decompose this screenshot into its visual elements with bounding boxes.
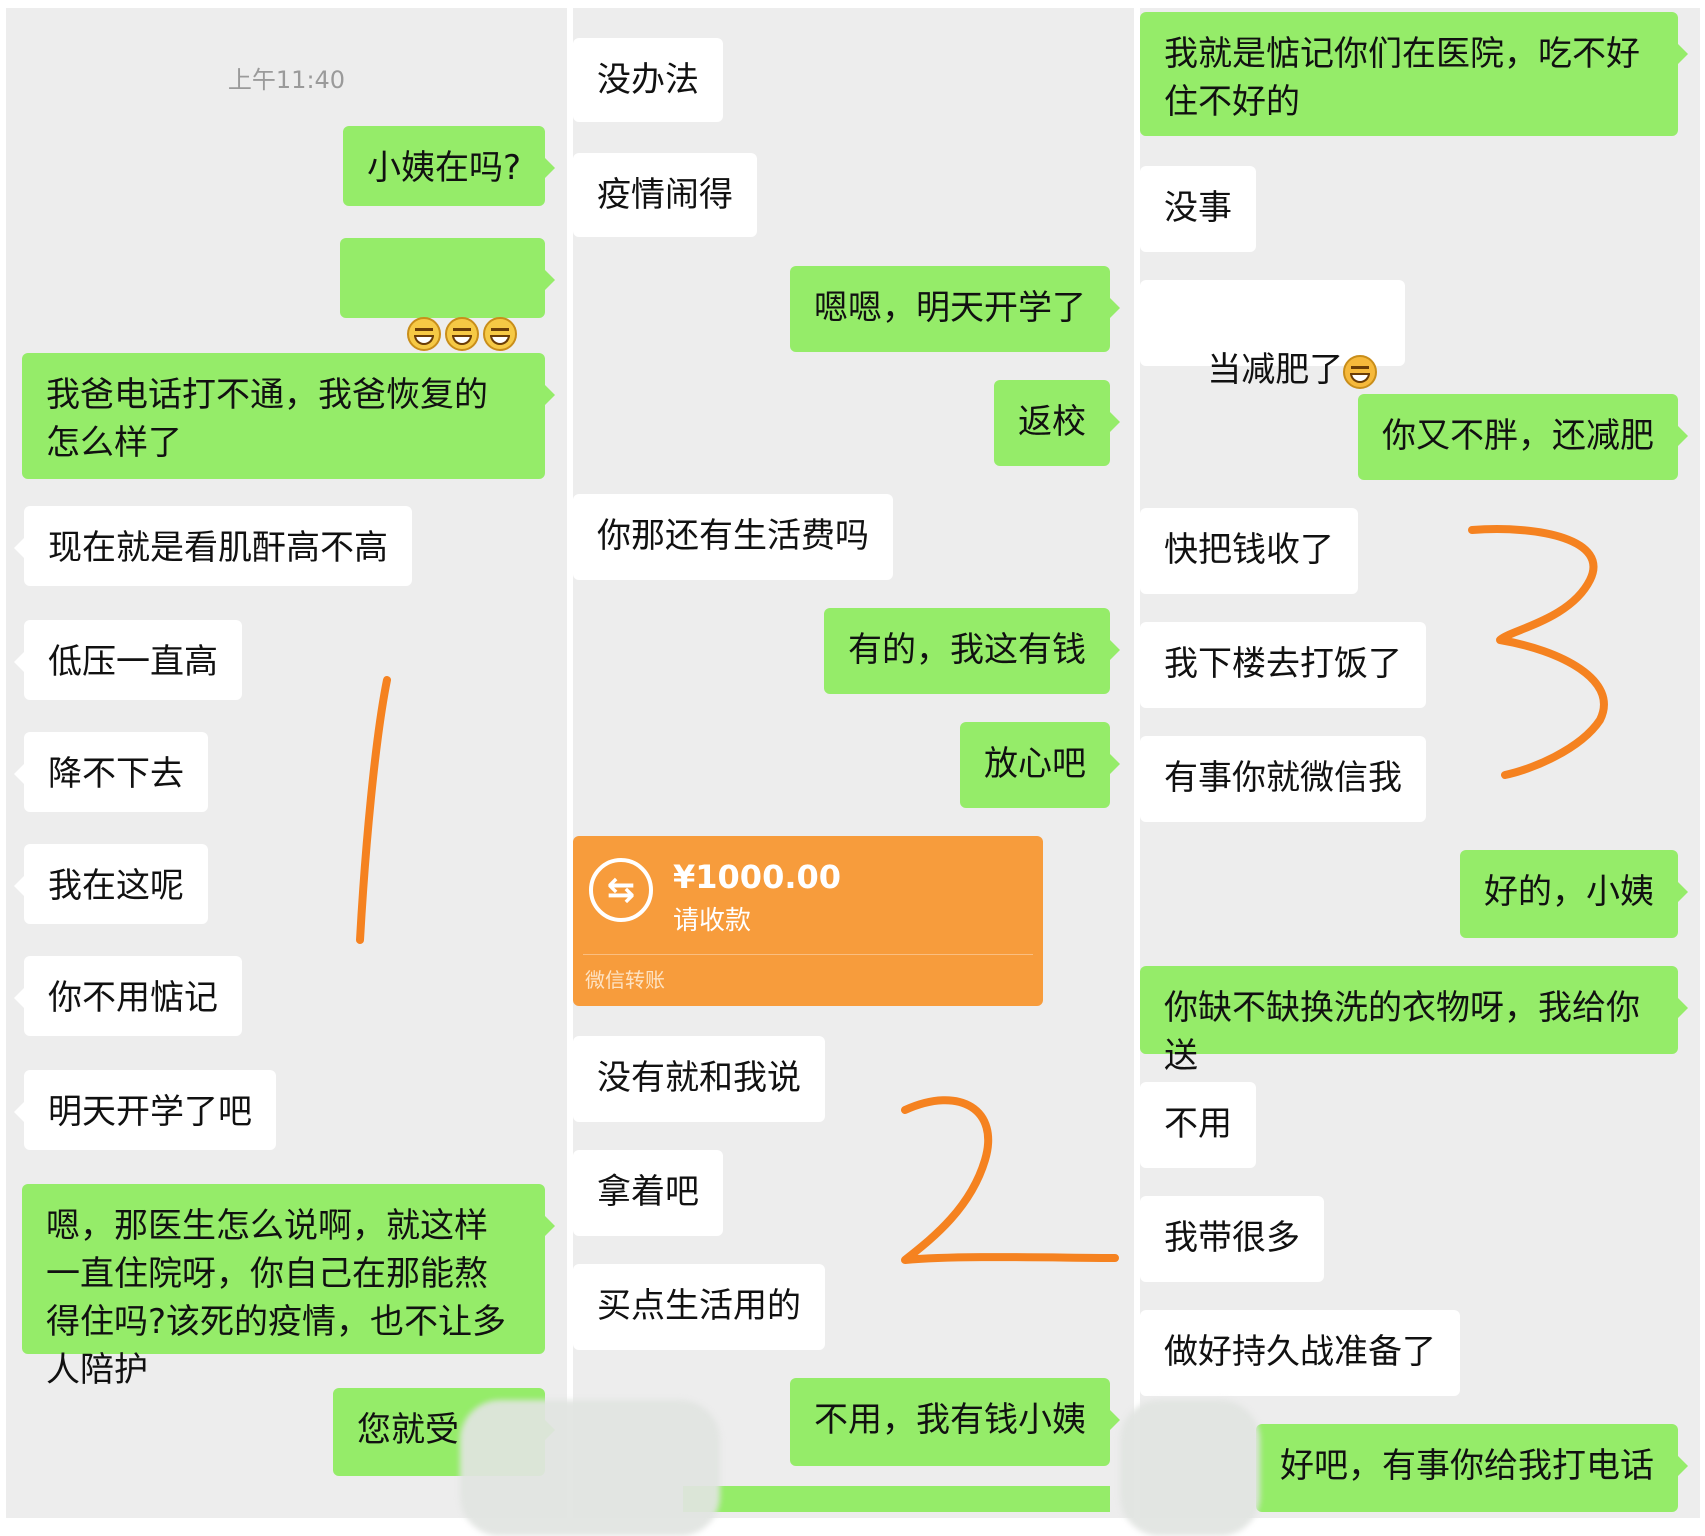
chat-message-incoming[interactable]: 明天开学了吧 bbox=[14, 1070, 276, 1150]
chat-message-outgoing[interactable]: 我爸电话打不通，我爸恢复的怎么样了 bbox=[22, 353, 555, 479]
grinning-face-emoji-icon bbox=[407, 316, 441, 351]
chat-message-outgoing-emoji[interactable] bbox=[339, 238, 556, 351]
chat-message-outgoing[interactable]: 嗯，那医生怎么说啊，就这样一直住院呀，你自己在那能熬得住吗?该死的疫情，也不让多… bbox=[22, 1184, 555, 1390]
grinning-face-emoji-icon bbox=[483, 316, 517, 351]
chat-message-incoming[interactable]: 买点生活用的 bbox=[573, 1264, 825, 1350]
chat-message-incoming[interactable]: 你那还有生活费吗 bbox=[573, 494, 893, 580]
chat-message-outgoing[interactable]: 你又不胖，还减肥 bbox=[1358, 394, 1688, 480]
transfer-divider bbox=[583, 954, 1033, 955]
chat-message-outgoing[interactable]: 嗯嗯，明天开学了 bbox=[790, 266, 1120, 352]
chat-message-incoming[interactable]: 快把钱收了 bbox=[1140, 508, 1358, 594]
transfer-arrows-icon: ⇆ bbox=[589, 858, 653, 922]
chat-message-incoming[interactable]: 没事 bbox=[1140, 166, 1256, 252]
chat-message-incoming[interactable]: 低压一直高 bbox=[14, 620, 242, 700]
chat-message-incoming[interactable]: 做好持久战准备了 bbox=[1140, 1310, 1460, 1396]
chat-message-incoming[interactable]: 有事你就微信我 bbox=[1140, 736, 1426, 822]
message-text: 当减肥了 bbox=[1207, 350, 1344, 390]
chat-message-outgoing[interactable]: 返校 bbox=[994, 380, 1120, 466]
chat-panel-2: 没办法 疫情闹得 嗯嗯，明天开学了 返校 你那还有生活费吗 有的，我这有钱 放心… bbox=[573, 8, 1134, 1518]
chat-message-outgoing[interactable]: 有的，我这有钱 bbox=[824, 608, 1120, 694]
transfer-brand-label: 微信转账 bbox=[585, 968, 665, 992]
chat-message-incoming[interactable]: 我带很多 bbox=[1140, 1196, 1324, 1282]
chat-message-outgoing[interactable]: 小姨在吗? bbox=[342, 126, 556, 206]
panel-divider bbox=[567, 0, 573, 1536]
chat-message-incoming[interactable]: 拿着吧 bbox=[573, 1150, 723, 1236]
chat-message-outgoing[interactable]: 我就是惦记你们在医院，吃不好住不好的 bbox=[1140, 12, 1688, 136]
wechat-transfer-card[interactable]: ⇆ ¥1000.00 请收款 微信转账 bbox=[573, 836, 1043, 1006]
facepalm-emoji-icon bbox=[1343, 354, 1378, 389]
chat-panel-3: 我就是惦记你们在医院，吃不好住不好的 没事 当减肥了 你又不胖，还减肥 快把钱收… bbox=[1140, 8, 1700, 1518]
transfer-note: 请收款 bbox=[673, 906, 752, 936]
transfer-amount: ¥1000.00 bbox=[673, 858, 842, 896]
cropped-outgoing-bubble bbox=[683, 1486, 1110, 1512]
message-timestamp: 上午11:40 bbox=[227, 66, 346, 94]
chat-panel-1: 上午11:40 小姨在吗? 我爸电话打不通，我爸恢复的怎么样了 现在就是看肌酐高… bbox=[6, 8, 567, 1518]
chat-message-incoming-with-emoji[interactable]: 当减肥了 bbox=[1140, 280, 1406, 390]
chat-message-incoming[interactable]: 现在就是看肌酐高不高 bbox=[14, 506, 412, 586]
chat-message-incoming[interactable]: 你不用惦记 bbox=[14, 956, 242, 1036]
chat-message-incoming[interactable]: 降不下去 bbox=[14, 732, 208, 812]
grinning-face-emoji-icon bbox=[445, 316, 479, 351]
panel-divider bbox=[1134, 0, 1140, 1536]
chat-message-outgoing[interactable]: 好吧，有事你给我打电话 bbox=[1256, 1424, 1688, 1512]
chat-message-incoming[interactable]: 疫情闹得 bbox=[573, 153, 757, 237]
chat-message-outgoing[interactable]: 好的，小姨 bbox=[1460, 850, 1688, 938]
chat-message-incoming[interactable]: 我下楼去打饭了 bbox=[1140, 622, 1426, 708]
privacy-blur bbox=[1120, 1400, 1260, 1536]
privacy-blur bbox=[460, 1400, 720, 1536]
chat-message-outgoing[interactable]: 不用，我有钱小姨 bbox=[790, 1378, 1120, 1466]
chat-message-incoming[interactable]: 没办法 bbox=[573, 38, 723, 122]
chat-message-incoming[interactable]: 没有就和我说 bbox=[573, 1036, 825, 1122]
chat-message-outgoing[interactable]: 放心吧 bbox=[960, 722, 1120, 808]
chat-message-outgoing[interactable]: 你缺不缺换洗的衣物呀，我给你送 bbox=[1140, 966, 1688, 1076]
chat-message-incoming[interactable]: 我在这呢 bbox=[14, 844, 208, 924]
chat-message-incoming[interactable]: 不用 bbox=[1140, 1082, 1256, 1168]
